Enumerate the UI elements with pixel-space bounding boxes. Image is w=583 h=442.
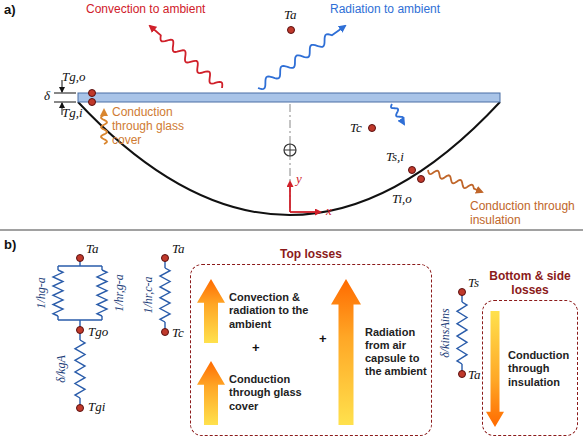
heat-flow-arrow: Convection & radiation to the ambient — [197, 279, 317, 343]
temperature-label: δ — [44, 89, 50, 104]
group-title: Top losses — [187, 248, 435, 262]
resistor-symbol — [160, 268, 170, 322]
temperature-label: Tg,o — [62, 70, 85, 85]
arrow-label: Radiation from air capsule to the ambien… — [365, 326, 427, 379]
temperature-label: Ta — [284, 8, 297, 23]
resistance-wires — [58, 258, 462, 408]
arrow-text-block: Conduction through insulation — [508, 349, 574, 389]
resistor-symbol — [53, 270, 63, 316]
temperature-label: Tgi — [88, 400, 105, 415]
annotation-label: a) — [4, 3, 16, 18]
resistance-label: δ/kinsAins — [439, 308, 453, 358]
focus-symbol — [284, 144, 296, 156]
annotation-label: b) — [4, 238, 16, 253]
arrow-label: Conduction through insulation — [508, 349, 574, 389]
temperature-label: Tc — [172, 326, 184, 341]
capsule-radiation-arrow — [391, 104, 404, 124]
panel-separator — [0, 229, 583, 230]
resistor-symbol — [97, 270, 107, 316]
glass-conduction-arrow — [101, 110, 107, 144]
parabolic-trough — [78, 102, 500, 215]
arrow-body — [197, 279, 225, 343]
arrow-shape — [486, 311, 504, 427]
arrow-text-block: Conduction through glass cover — [229, 373, 315, 413]
loss-group-box: Top lossesConvection & radiation to the … — [190, 264, 432, 436]
arrow-label: Conduction through glass cover — [229, 373, 315, 413]
temperature-label: Tc — [350, 121, 362, 136]
annotation-label: Conduction through insulation — [470, 200, 578, 228]
temperature-label: Ts — [468, 276, 479, 291]
temperature-dots — [89, 27, 425, 183]
group-title: Bottom & side losses — [479, 270, 581, 298]
temperature-label: Ta — [86, 242, 99, 257]
annotation-label: + — [319, 332, 327, 347]
arrow-body — [331, 279, 361, 425]
heat-flow-arrow: Radiation from air capsule to the ambien… — [331, 279, 429, 425]
temperature-label: Ti,o — [392, 192, 412, 207]
glass-cover — [78, 93, 500, 102]
temperature-label: Ta — [468, 368, 481, 383]
annotation-label: Conduction through glass cover — [112, 106, 192, 147]
arrow-shape — [331, 279, 361, 425]
temperature-label: Tg,i — [62, 106, 83, 121]
resistance-label: 1/hg-a — [35, 277, 49, 308]
arrow-shape — [197, 361, 225, 425]
temperature-label: Ta — [172, 242, 185, 257]
resistor-symbol — [75, 340, 85, 398]
resistance-label: 1/hr,c-a — [142, 277, 156, 314]
arrow-text-block: Convection & radiation to the ambient — [229, 291, 315, 331]
resistor-symbol — [457, 302, 467, 364]
arrow-label: Convection & radiation to the ambient — [229, 291, 315, 331]
radiation-arrow — [258, 26, 345, 89]
heat-flow-arrow: Conduction through insulation — [486, 311, 576, 427]
temperature-label: Tgo — [88, 325, 108, 340]
arrow-shape — [197, 279, 225, 343]
annotation-label: Radiation to ambient — [330, 3, 440, 17]
temperature-label: y — [296, 172, 302, 187]
heat-flow-arrow: Conduction through glass cover — [197, 361, 317, 425]
annotation-label: Convection to ambient — [86, 3, 205, 17]
temperature-label: Ts,i — [386, 150, 404, 165]
y-axis — [289, 182, 291, 212]
temperature-label: x — [326, 204, 332, 219]
arrow-body — [197, 361, 225, 425]
convection-arrow — [150, 26, 222, 88]
arrow-text-block: Radiation from air capsule to the ambien… — [365, 326, 427, 379]
resistance-label: 1/hr,g-a — [113, 274, 127, 312]
loss-group-box: Bottom & side lossesConduction through i… — [482, 300, 578, 436]
x-axis — [290, 211, 320, 213]
insulation-conduction-arrow — [428, 170, 482, 192]
arrow-body — [486, 311, 504, 427]
resistance-label: δ/kgA — [55, 355, 69, 383]
annotation-label: + — [252, 341, 260, 356]
